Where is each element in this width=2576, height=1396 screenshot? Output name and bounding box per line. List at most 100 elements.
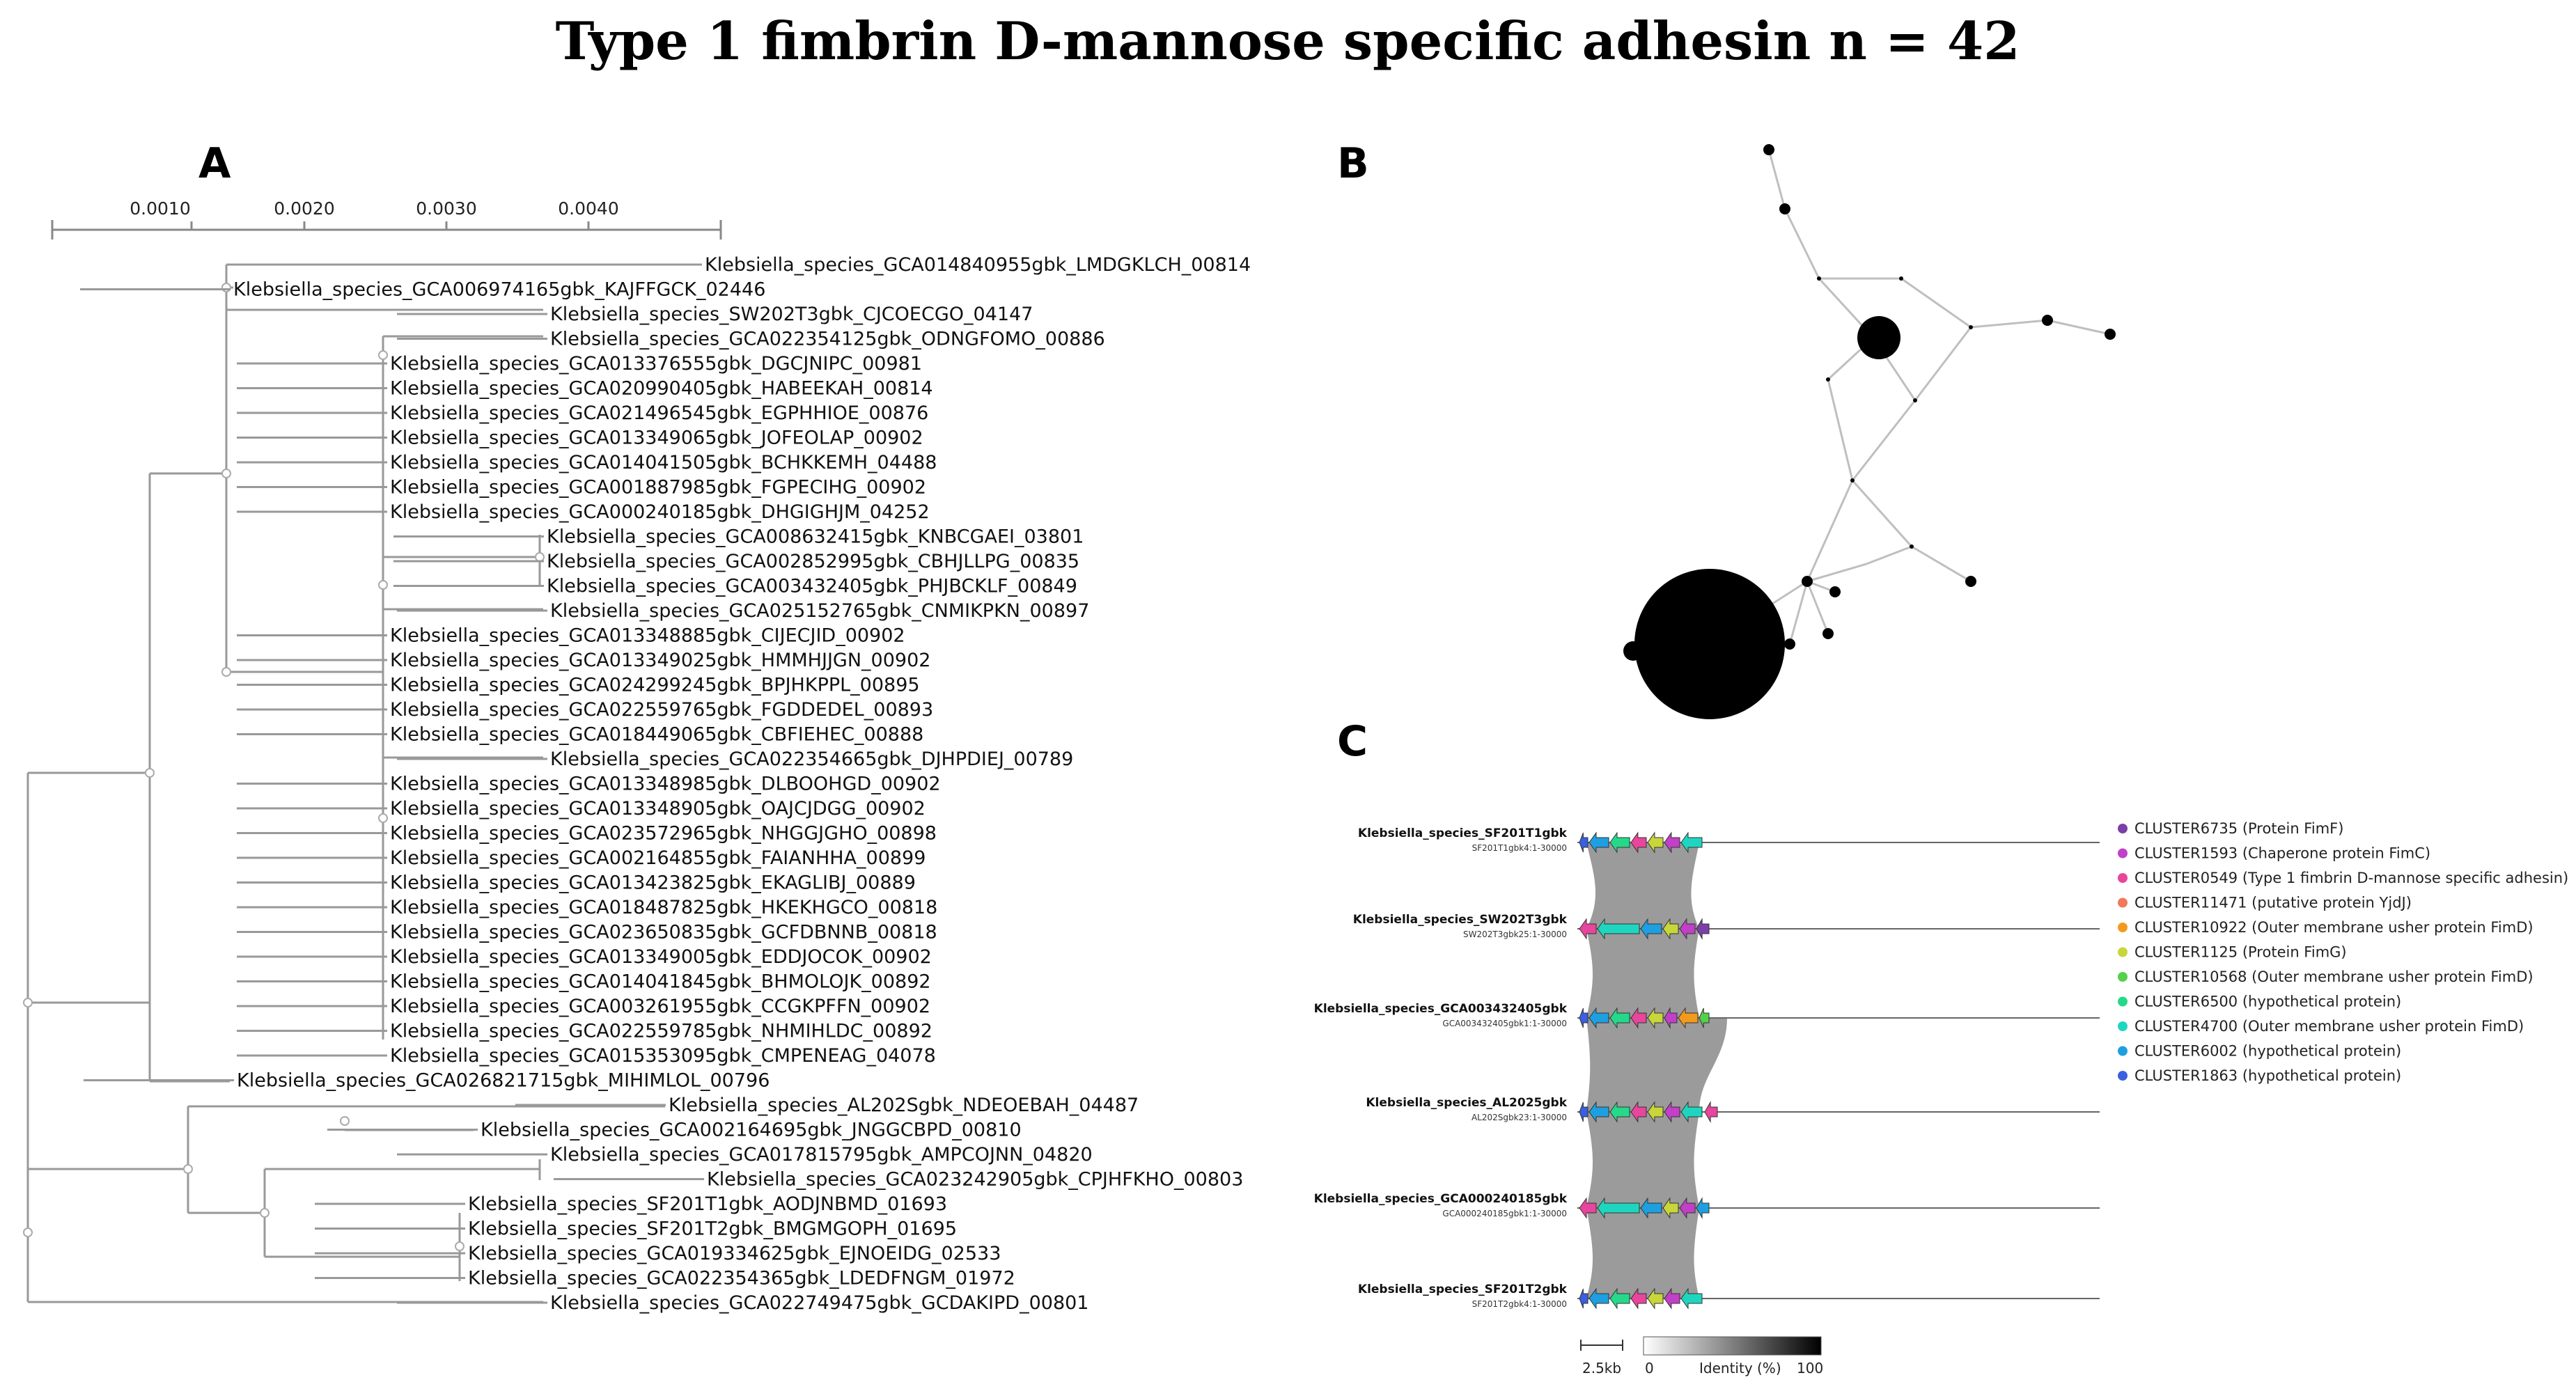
legend-label: CLUSTER10568 (Outer membrane usher prote… bbox=[2134, 968, 2534, 985]
gene-arrow bbox=[1664, 831, 1680, 854]
gene-arrow bbox=[1579, 1197, 1597, 1219]
genome-region: GCA000240185gbk1:1-30000 bbox=[1442, 1209, 1567, 1218]
gene-arrow bbox=[1597, 1197, 1640, 1219]
tree-leaf-label: Klebsiella_species_GCA013348905gbk_OAJCJ… bbox=[390, 798, 926, 819]
panel-c-label: C bbox=[1337, 717, 1368, 766]
legend-swatch bbox=[2118, 996, 2128, 1007]
legend-label: CLUSTER10922 (Outer membrane usher prote… bbox=[2134, 919, 2534, 936]
scale-tick-label: 0.0040 bbox=[558, 198, 618, 219]
tree-leaf-label: Klebsiella_species_GCA001887985gbk_FGPEC… bbox=[390, 477, 926, 499]
legend-label: CLUSTER0549 (Type 1 fimbrin D-mannose sp… bbox=[2134, 870, 2568, 886]
legend-swatch bbox=[2118, 923, 2128, 932]
network-edges bbox=[1709, 149, 2111, 645]
genome-name: Klebsiella_species_GCA003432405gbk bbox=[1314, 1002, 1568, 1016]
gene-arrow bbox=[1647, 1101, 1664, 1123]
legend-label: CLUSTER6500 (hypothetical protein) bbox=[2134, 994, 2401, 1010]
tree-branches bbox=[26, 263, 696, 1303]
genome-region: SF201T2gbk4:1-30000 bbox=[1472, 1299, 1567, 1309]
gene-synteny-panel: C Klebsiella_species_SF201T1gbkSF201T1gb… bbox=[1314, 717, 2569, 1377]
tree-leaf-label: Klebsiella_species_GCA026821715gbk_MIHIM… bbox=[237, 1070, 770, 1092]
synteny-scale: 2.5kb 0 Identity (%) 100 bbox=[1580, 1336, 1823, 1377]
tree-leaf-label: Klebsiella_species_GCA024299245gbk_BPJHK… bbox=[390, 675, 920, 696]
genome-name: Klebsiella_species_GCA000240185gbk bbox=[1314, 1192, 1568, 1206]
tree-leaf-label: Klebsiella_species_SW202T3gbk_CJCOECGO_0… bbox=[550, 304, 1033, 325]
scale-tick-label: 0.0020 bbox=[274, 198, 334, 219]
legend-swatch bbox=[2118, 873, 2128, 883]
scale-bar-label: 2.5kb bbox=[1582, 1360, 1621, 1377]
genome-region: GCA003432405gbk1:1-30000 bbox=[1442, 1019, 1567, 1028]
genome-track: Klebsiella_species_GCA003432405gbkGCA003… bbox=[1314, 1002, 2100, 1029]
tree-leaf-label: Klebsiella_species_GCA003261955gbk_CCGKP… bbox=[390, 996, 930, 1017]
tree-leaf-label: Klebsiella_species_GCA013349025gbk_HMMHJ… bbox=[390, 650, 930, 671]
gene-arrow bbox=[1630, 1101, 1647, 1123]
gene-arrow bbox=[1609, 1287, 1630, 1310]
gene-arrow bbox=[1588, 1287, 1609, 1310]
gene-arrow bbox=[1579, 1101, 1588, 1122]
gene-arrow bbox=[1640, 1197, 1662, 1219]
gene-arrow bbox=[1664, 1287, 1680, 1310]
tree-leaf-label: Klebsiella_species_GCA015353095gbk_CMPEN… bbox=[390, 1045, 936, 1067]
gene-arrow bbox=[1696, 918, 1710, 940]
gene-arrow bbox=[1579, 918, 1597, 940]
tree-leaf-label: Klebsiella_species_GCA013348985gbk_DLBOO… bbox=[390, 774, 941, 795]
identity-gradient bbox=[1643, 1336, 1822, 1356]
gene-arrow bbox=[1662, 918, 1679, 940]
synteny-links bbox=[1586, 842, 1727, 1299]
tree-leaf-label: Klebsiella_species_GCA014840955gbk_LMDGK… bbox=[705, 254, 1251, 276]
tree-leaf-label: Klebsiella_species_SF201T2gbk_BMGMGOPH_0… bbox=[468, 1218, 957, 1240]
tree-leaf-label: Klebsiella_species_GCA002164855gbk_FAIAN… bbox=[390, 847, 926, 869]
genome-track: Klebsiella_species_SW202T3gbkSW202T3gbk2… bbox=[1353, 913, 2100, 940]
legend-label: CLUSTER6002 (hypothetical protein) bbox=[2134, 1043, 2401, 1060]
gene-arrow bbox=[1579, 1007, 1588, 1028]
identity-label: Identity (%) bbox=[1699, 1360, 1781, 1377]
gene-arrow bbox=[1630, 1287, 1647, 1310]
legend-label: CLUSTER6735 (Protein FimF) bbox=[2134, 820, 2343, 837]
legend-swatch bbox=[2118, 848, 2128, 858]
figure-title: Type 1 fimbrin D-mannose specific adhesi… bbox=[556, 10, 2020, 72]
gene-arrow bbox=[1680, 1101, 1703, 1123]
legend-swatch bbox=[2118, 947, 2128, 957]
identity-max-label: 100 bbox=[1797, 1360, 1823, 1377]
tree-leaf-label: Klebsiella_species_GCA002164695gbk_JNGGC… bbox=[481, 1120, 1022, 1141]
tree-leaf-label: Klebsiella_species_AL202Sgbk_NDEOEBAH_04… bbox=[669, 1095, 1139, 1116]
cluster-legend: CLUSTER6735 (Protein FimF) CLUSTER1593 (C… bbox=[2118, 820, 2568, 1084]
tree-leaf-label: Klebsiella_species_GCA019334625gbk_EJNOE… bbox=[468, 1243, 1001, 1264]
gene-arrow bbox=[1588, 831, 1609, 854]
gene-arrow bbox=[1588, 1007, 1609, 1029]
genome-region: SW202T3gbk25:1-30000 bbox=[1463, 930, 1567, 939]
genome-name: Klebsiella_species_SF201T2gbk bbox=[1358, 1283, 1568, 1296]
tree-leaf-label: Klebsiella_species_GCA022354365gbk_LDEDF… bbox=[468, 1268, 1015, 1289]
tree-leaf-label: Klebsiella_species_GCA013349005gbk_EDDJO… bbox=[390, 946, 932, 968]
gene-arrow bbox=[1699, 1007, 1710, 1028]
tree-leaf-label: Klebsiella_species_GCA018487825gbk_HKEKH… bbox=[390, 897, 937, 918]
tree-leaf-label: Klebsiella_species_GCA013349065gbk_JOFEO… bbox=[390, 428, 923, 449]
tree-leaf-labels: Klebsiella_species_GCA014840955gbk_LMDGK… bbox=[80, 254, 1251, 1314]
tree-leaf-label: Klebsiella_species_GCA002852995gbk_CBHJL… bbox=[547, 551, 1079, 572]
legend-swatch bbox=[2118, 824, 2128, 833]
tree-nodes bbox=[23, 283, 545, 1251]
tree-leaf-label: Klebsiella_species_GCA023572965gbk_NHGGJ… bbox=[390, 823, 937, 845]
legend-label: CLUSTER1125 (Protein FimG) bbox=[2134, 944, 2347, 961]
gene-arrow bbox=[1664, 1007, 1678, 1029]
genome-track: Klebsiella_species_AL2025gbkAL202Sgbk23:… bbox=[1366, 1096, 2100, 1123]
tree-leaf-label: Klebsiella_species_GCA013348885gbk_CIJEC… bbox=[390, 625, 905, 647]
tree-leaf-label: Klebsiella_species_GCA008632415gbk_KNBCG… bbox=[547, 526, 1084, 548]
genome-region: SF201T1gbk4:1-30000 bbox=[1472, 843, 1567, 853]
gene-arrow bbox=[1579, 1288, 1588, 1309]
gene-arrow bbox=[1630, 1007, 1647, 1029]
gene-arrow bbox=[1647, 1007, 1664, 1029]
gene-arrow bbox=[1696, 1197, 1710, 1219]
gene-arrow bbox=[1588, 1101, 1609, 1123]
genome-track: Klebsiella_species_GCA000240185gbkGCA000… bbox=[1314, 1192, 2100, 1219]
legend-swatch bbox=[2118, 1021, 2128, 1031]
phylogenetic-tree-panel: A 0.0010 0.0020 0.0030 0.0040 bbox=[23, 139, 1251, 1314]
gene-arrow bbox=[1609, 1007, 1630, 1029]
panel-b-label: B bbox=[1337, 139, 1369, 188]
tree-leaf-label: Klebsiella_species_GCA014041505gbk_BCHKK… bbox=[390, 452, 937, 473]
genome-name: Klebsiella_species_SW202T3gbk bbox=[1353, 913, 1568, 927]
genome-track: Klebsiella_species_SF201T1gbkSF201T1gbk4… bbox=[1358, 826, 2100, 854]
tree-leaf-label: Klebsiella_species_GCA025152765gbk_CNMIK… bbox=[550, 600, 1089, 622]
gene-arrow bbox=[1647, 831, 1664, 854]
legend-label: CLUSTER1593 (Chaperone protein FimC) bbox=[2134, 845, 2430, 862]
